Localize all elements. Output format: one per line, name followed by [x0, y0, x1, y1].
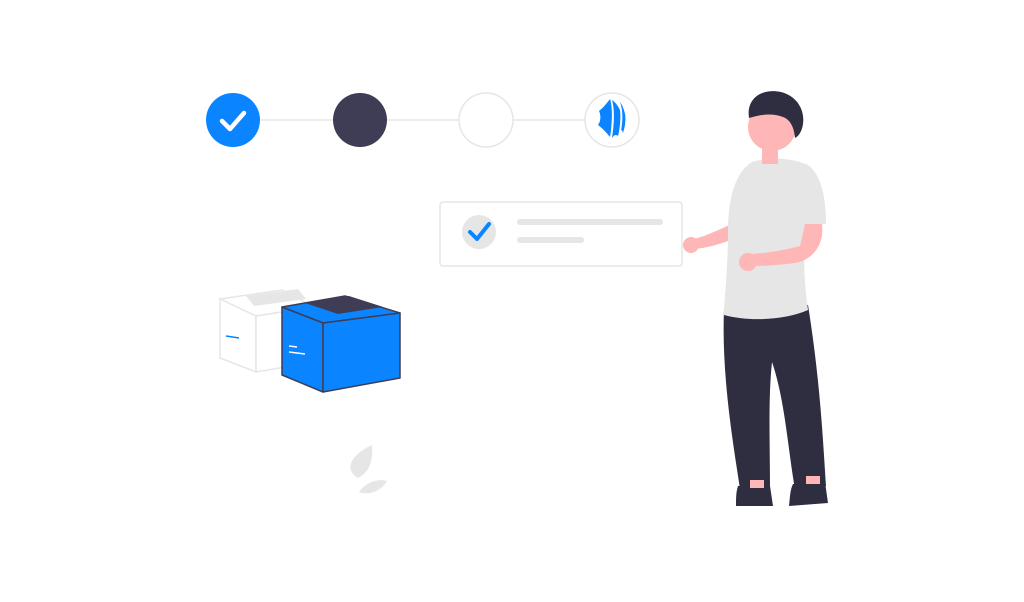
- step-pending: [458, 92, 514, 148]
- step-brand: [584, 92, 640, 148]
- pointing-hand: [683, 237, 699, 253]
- card-check-circle: [462, 215, 496, 249]
- right-shoe: [789, 482, 828, 506]
- check-icon: [468, 222, 491, 241]
- card-text-line: [517, 237, 584, 243]
- checklist-card: [439, 201, 683, 267]
- right-hand: [739, 253, 757, 271]
- person: [683, 91, 828, 506]
- check-icon: [219, 110, 247, 132]
- hair: [748, 91, 804, 138]
- box-blue: [281, 295, 401, 393]
- left-shoe: [736, 486, 773, 506]
- card-text-line: [517, 219, 663, 225]
- person-legs: [723, 305, 826, 489]
- shirt: [724, 158, 826, 320]
- step-active: [333, 93, 387, 147]
- brand-logo-icon: [598, 99, 626, 138]
- leaf-icon: [350, 445, 387, 494]
- right-arm: [752, 224, 823, 266]
- step-done: [206, 93, 260, 147]
